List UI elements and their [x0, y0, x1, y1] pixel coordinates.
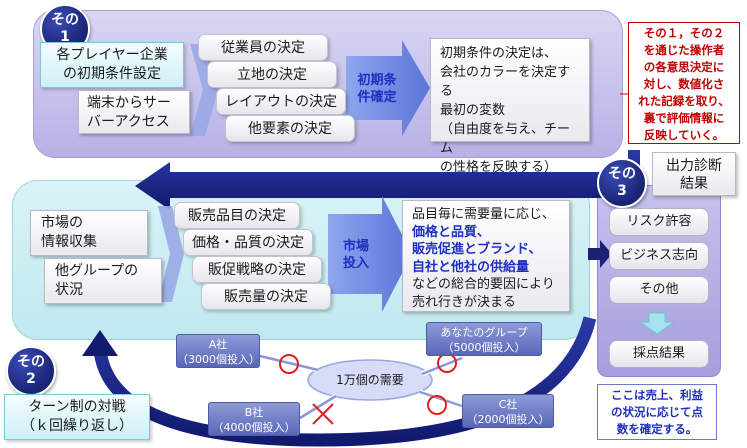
demand-ellipse	[307, 359, 433, 401]
stage2-arrow-label-line1: 市場	[342, 239, 369, 254]
stage2-arrow-label: 市場 投入	[334, 238, 378, 272]
stage1-badge-line2: 1	[60, 29, 70, 45]
stage2-desc-line-highlight: 販売促進とブランド、	[412, 242, 542, 257]
stage3-item-0: リスク許容	[609, 208, 709, 236]
evaluation-note: その１，その２ を通じた操作者 の各意思決定に 対し、数値化さ れた記録を取り、…	[628, 22, 740, 144]
stage3-badge: その 3	[597, 158, 647, 208]
stage1-desc-line: 会社のカラーを決定する	[440, 65, 571, 99]
company-c: C社 （2000個投入）	[462, 394, 554, 428]
stage1-arrow-label-line2: 件確定	[357, 90, 397, 105]
score-note-line: 数を確定する。	[616, 422, 698, 436]
stage2-market-arrow	[328, 196, 412, 312]
market-info-line1: 市場の	[41, 215, 83, 231]
evaluation-note-line: の各意思決定に	[643, 60, 725, 74]
red-circle-a	[279, 354, 299, 374]
company-your-group-name: あなたのグループ	[440, 326, 528, 339]
stage1-title-line2: の初期条件設定	[63, 66, 161, 82]
stage1-desc-line: 初期条件の決定は、	[440, 46, 558, 61]
company-c-qty: （2000個投入）	[466, 413, 550, 426]
stage1-item-1: 立地の決定	[207, 61, 337, 88]
turn-loop-arrowhead	[82, 330, 118, 356]
stage3-down-arrow	[638, 312, 676, 335]
stage2-item-3: 販売量の決定	[201, 283, 331, 310]
company-your-group-qty: （5000個投入）	[442, 341, 526, 354]
stage1-access-box: 端末からサー バーアクセス	[78, 90, 190, 134]
stage2-desc-line: などの総合的要因により	[412, 277, 555, 292]
stage1-to-stage2-arrow	[135, 150, 640, 210]
stage3-title-box: 出力診断 結果	[652, 152, 736, 196]
company-b: B社 （4000個投入）	[208, 402, 300, 436]
stage2-desc-box: 品目毎に需要量に応じ、 価格と品質、 販売促進とブランド、 自社と他社の供給量 …	[402, 200, 570, 312]
company-your-group: あなたのグループ （5000個投入）	[426, 322, 542, 356]
other-groups-line1: 他グループの	[55, 263, 139, 279]
stage1-title-line1: 各プレイヤー企業	[56, 47, 168, 63]
other-groups-line2: 状況	[55, 282, 83, 298]
stage1-arrow-label-line1: 初期条	[357, 73, 397, 88]
evaluation-note-line: 反映していく。	[643, 128, 725, 142]
company-b-name: B社	[244, 406, 264, 419]
company-b-qty: （4000個投入）	[212, 421, 296, 434]
stage1-item-0: 従業員の決定	[198, 34, 328, 61]
evaluation-note-line: 裏で評価情報に	[643, 111, 725, 125]
stage2-item-2: 販促戦略の決定	[192, 256, 322, 283]
market-info-box: 市場の 情報収集	[30, 210, 148, 256]
stage1-desc-line: 最初の変数	[440, 103, 506, 118]
stage1-confirm-arrow	[346, 40, 430, 136]
score-note: ここは売上、利益 の状況に応じて点 数を確定する。	[597, 384, 717, 440]
stage2-desc-line: 売れ行きが決まる	[412, 294, 517, 310]
company-a: A社 （3000個投入）	[176, 334, 260, 368]
turn-line1: ターン制の対戦	[28, 399, 126, 415]
stage3-badge-line2: 3	[617, 183, 627, 199]
stage1-desc-box: 初期条件の決定は、 会社のカラーを決定する 最初の変数 （自由度を与え、チーム …	[430, 38, 590, 175]
market-info-line2: 情報収集	[41, 234, 97, 250]
demand-label: 1万個の需要	[336, 373, 404, 387]
score-note-line: の状況に応じて点	[611, 405, 703, 419]
stage1-access-line2: バーアクセス	[87, 114, 170, 130]
stage1-arrow-label: 初期条 件確定	[352, 72, 402, 106]
stage2-desc-line: 品目毎に需要量に応じ、	[412, 207, 556, 222]
stage2-badge-line2: 2	[26, 371, 36, 387]
score-note-line: ここは売上、利益	[611, 388, 703, 402]
company-c-name: C社	[498, 398, 518, 411]
stage1-desc-line: の性格を反映する）	[440, 160, 558, 175]
stage3-item-2: その他	[609, 276, 709, 304]
other-groups-box: 他グループの 状況	[44, 258, 162, 304]
stage2-arrow-label-line2: 投入	[342, 256, 369, 271]
stage2-badge-line1: その	[17, 354, 45, 370]
stage1-item-3: 他要素の決定	[225, 115, 355, 142]
stage1-item-2: レイアウトの決定	[216, 88, 346, 115]
stage2-to-stage3-arrow	[588, 240, 612, 268]
company-a-qty: （3000個投入）	[177, 353, 260, 366]
stage2-badge: その 2	[6, 346, 56, 396]
stage2-item-0: 販売品目の決定	[174, 202, 300, 229]
stage3-result: 採点結果	[609, 340, 709, 368]
stage1-badge-line1: その	[51, 12, 79, 28]
evaluation-note-line: れた記録を取り、	[638, 94, 730, 108]
stage3-item-1: ビジネス志向	[609, 242, 709, 270]
stage2-desc-line-highlight: 価格と品質、	[412, 224, 491, 240]
stage1-desc-line: （自由度を与え、チーム	[440, 122, 571, 156]
turn-line2: （ｋ回繰り返し）	[21, 418, 133, 434]
evaluation-note-line: その１，その２	[643, 26, 725, 40]
stage3-title-line1: 出力診断	[666, 158, 722, 174]
red-circle-c	[427, 395, 447, 415]
stage3-title-line2: 結果	[680, 176, 708, 192]
stage1-access-line1: 端末からサー	[87, 95, 171, 111]
turn-box: ターン制の対戦 （ｋ回繰り返し）	[4, 394, 150, 440]
stage2-desc-line-highlight: 自社と他社の供給量	[412, 259, 530, 275]
stage1-title-box: 各プレイヤー企業 の初期条件設定	[40, 42, 184, 88]
company-a-name: A社	[208, 338, 228, 351]
evaluation-note-line: 対し、数値化さ	[643, 77, 725, 91]
evaluation-note-line: を通じた操作者	[643, 43, 725, 57]
stage3-badge-line1: その	[608, 166, 636, 182]
stage2-chevron-arrow	[158, 206, 184, 302]
stage2-item-1: 価格・品質の決定	[183, 229, 313, 256]
